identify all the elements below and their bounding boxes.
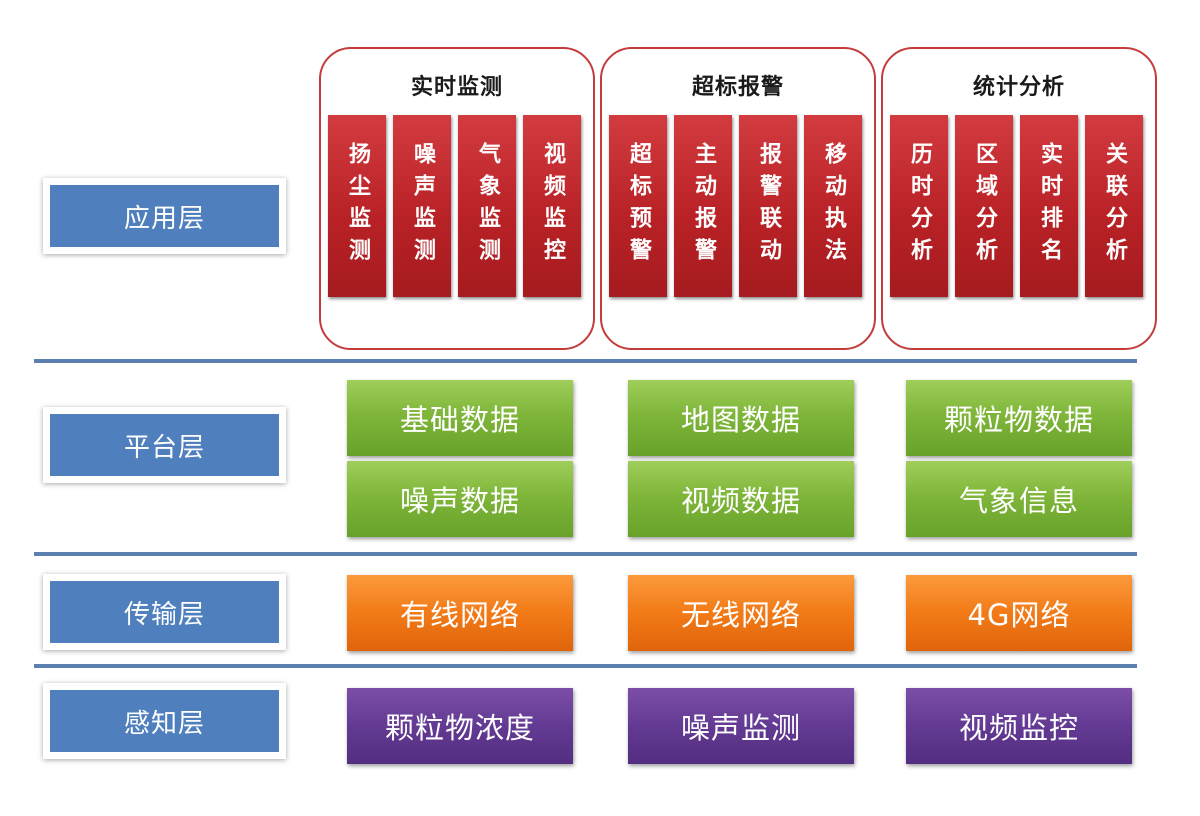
transport-item-4g-network: 4G网络 — [906, 575, 1132, 651]
app-card: 移动执法 — [804, 115, 862, 297]
platform-item-map-data: 地图数据 — [628, 380, 854, 456]
app-card: 区域分析 — [955, 115, 1013, 297]
separator-transport-perception — [34, 664, 1137, 668]
app-group-title: 统计分析 — [972, 75, 1065, 100]
app-card-label: 超标预警 — [626, 142, 651, 270]
app-card-label: 扬尘监测 — [345, 142, 370, 270]
app-card-label: 噪声监测 — [410, 142, 435, 270]
app-card: 实时排名 — [1020, 115, 1078, 297]
app-card: 历时分析 — [890, 115, 948, 297]
app-card: 关联分析 — [1085, 115, 1143, 297]
layer-label-transport-text: 传输层 — [50, 581, 279, 643]
app-group-title: 实时监测 — [410, 75, 503, 100]
app-group-over-limit-alarm: 超标报警 超标预警 主动报警 报警联动 移动执法 — [600, 47, 876, 350]
layer-label-platform: 平台层 — [43, 407, 286, 483]
layer-label-application: 应用层 — [43, 178, 286, 254]
app-group-realtime-monitoring: 实时监测 扬尘监测 噪声监测 气象监测 视频监控 — [319, 47, 595, 350]
transport-item-wired-network: 有线网络 — [347, 575, 573, 651]
app-card-label: 历时分析 — [907, 142, 932, 270]
app-group-title: 超标报警 — [691, 75, 784, 100]
platform-item-noise-data: 噪声数据 — [347, 461, 573, 537]
platform-item-weather-info: 气象信息 — [906, 461, 1132, 537]
layer-label-perception: 感知层 — [43, 683, 286, 759]
app-card: 噪声监测 — [393, 115, 451, 297]
platform-item-particulate-data: 颗粒物数据 — [906, 380, 1132, 456]
app-card: 报警联动 — [739, 115, 797, 297]
transport-item-wireless-network: 无线网络 — [628, 575, 854, 651]
app-card-label: 区域分析 — [972, 142, 997, 270]
app-card-label: 气象监测 — [475, 142, 500, 270]
separator-platform-transport — [34, 552, 1137, 556]
perception-item-video-surveillance: 视频监控 — [906, 688, 1132, 764]
platform-item-basic-data: 基础数据 — [347, 380, 573, 456]
app-card: 主动报警 — [674, 115, 732, 297]
app-card: 超标预警 — [609, 115, 667, 297]
perception-item-noise-monitoring: 噪声监测 — [628, 688, 854, 764]
app-card-label: 报警联动 — [756, 142, 781, 270]
app-card-label: 关联分析 — [1102, 142, 1127, 270]
layer-label-transport: 传输层 — [43, 574, 286, 650]
app-card: 气象监测 — [458, 115, 516, 297]
layer-label-perception-text: 感知层 — [50, 690, 279, 752]
separator-application-platform — [34, 359, 1137, 363]
app-card: 视频监控 — [523, 115, 581, 297]
app-card-label: 主动报警 — [691, 142, 716, 270]
app-group-statistical-analysis: 统计分析 历时分析 区域分析 实时排名 关联分析 — [881, 47, 1157, 350]
app-card-label: 移动执法 — [821, 142, 846, 270]
platform-item-video-data: 视频数据 — [628, 461, 854, 537]
layer-label-application-text: 应用层 — [50, 185, 279, 247]
app-card-label: 实时排名 — [1037, 142, 1062, 270]
app-card-label: 视频监控 — [540, 142, 565, 270]
perception-item-particulate-concentration: 颗粒物浓度 — [347, 688, 573, 764]
layer-label-platform-text: 平台层 — [50, 414, 279, 476]
app-card: 扬尘监测 — [328, 115, 386, 297]
